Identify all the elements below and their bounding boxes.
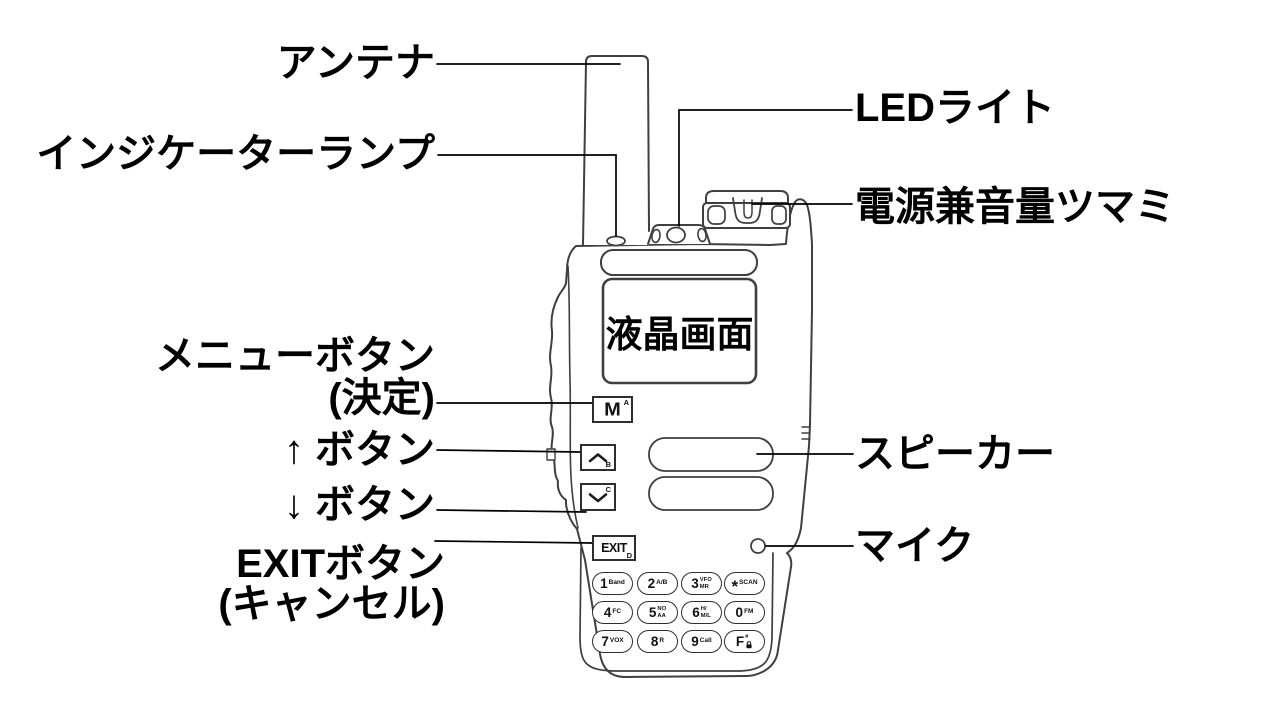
- down-button: C: [580, 483, 616, 511]
- key-sub-label: VOX: [609, 637, 624, 645]
- knob-grip-left: [707, 205, 726, 225]
- label-up-button: ↑ ボタン: [283, 428, 435, 472]
- led-slot-left: [651, 228, 661, 244]
- label-down-button: ↓ ボタン: [283, 483, 435, 527]
- key-main-label: 9: [691, 633, 699, 649]
- indicator-lamp: [606, 235, 626, 247]
- leader-up: [436, 449, 581, 453]
- speaker-slot-top: [648, 437, 774, 472]
- key-main-label: 7: [601, 633, 609, 649]
- leader-exit: [434, 540, 593, 544]
- key-main-label: 3: [691, 575, 699, 591]
- top-grille: [600, 249, 758, 276]
- label-indicator-lamp: インジケーターランプ: [36, 132, 435, 176]
- label-microphone: マイク: [855, 524, 975, 568]
- menu-button: M A: [592, 396, 633, 423]
- chevron-up-icon: [588, 453, 608, 463]
- up-button: B: [580, 444, 616, 471]
- right-edge-ridges: [801, 426, 811, 440]
- label-led-light: LEDライト: [855, 86, 1055, 130]
- exit-button: EXIT D: [592, 535, 636, 561]
- key-sub-label: Band: [608, 579, 625, 587]
- leader-led: [678, 109, 853, 227]
- lock-icon: [746, 641, 752, 649]
- key-sub-label: FM: [744, 608, 754, 616]
- mic-hole: [750, 538, 766, 554]
- label-power-volume-knob: 電源兼音量ツマミ: [855, 185, 1175, 229]
- label-menu-line1: メニューボタン: [155, 334, 435, 378]
- label-exit-line2: (キャンセル): [218, 582, 445, 626]
- key-sub-label: A/B: [656, 579, 668, 587]
- leader-indicator: [437, 154, 617, 237]
- key-sub-label: FC: [612, 608, 622, 616]
- down-button-tag: C: [605, 485, 611, 494]
- keypad-seam: [579, 547, 774, 672]
- key-main-label: 4: [603, 604, 612, 620]
- keypad-button-*: *SCAN: [724, 572, 765, 595]
- key-sub-label: R: [659, 637, 665, 645]
- label-menu-button: メニューボタン (決定): [155, 334, 435, 420]
- side-latch: [546, 448, 556, 461]
- key-main-label: 6: [692, 604, 700, 620]
- lcd-screen-text: 液晶画面: [605, 314, 754, 355]
- speaker-slot-bottom: [648, 476, 774, 511]
- label-menu-line2: (決定): [328, 375, 435, 420]
- left-side-seam: [567, 265, 579, 529]
- key-main-label: 8: [650, 633, 659, 649]
- key-sub-label: Call: [699, 637, 712, 645]
- key-main-label: *: [731, 577, 739, 596]
- key-sub-label: SCAN: [739, 579, 758, 587]
- key-sub-label: H/M/L: [700, 606, 711, 619]
- knob-notch-inner: [743, 199, 753, 219]
- key-main-label: 2: [647, 575, 656, 591]
- knob-grip-right: [771, 205, 787, 225]
- antenna-outline: [582, 55, 650, 246]
- key-sub-label: #: [745, 634, 753, 649]
- label-antenna: アンテナ: [276, 41, 435, 85]
- exit-button-text: EXIT: [601, 541, 627, 555]
- antenna-shape: [583, 56, 649, 245]
- led-slot-right: [697, 227, 707, 243]
- exit-button-tag: D: [626, 550, 632, 560]
- key-main-label: F: [735, 633, 745, 649]
- keypad-button-F: F#: [724, 630, 765, 653]
- lcd-screen: [601, 277, 758, 385]
- up-button-tag: B: [605, 459, 611, 469]
- volume-knob-cap: [705, 190, 789, 205]
- key-main-label: 0: [735, 604, 744, 620]
- key-main-label: 5: [648, 604, 657, 620]
- label-exit-line1: EXITボタン: [236, 542, 445, 586]
- led-light-lens: [666, 226, 686, 244]
- menu-button-glyph: M: [604, 399, 621, 420]
- label-speaker: スピーカー: [855, 432, 1055, 476]
- label-exit-button: EXITボタン (キャンセル): [218, 544, 445, 624]
- chevron-down-icon: [588, 492, 608, 502]
- menu-button-tag: A: [623, 398, 629, 407]
- key-main-label: 1: [600, 575, 608, 591]
- leader-down: [436, 509, 587, 513]
- knob-notch-outer: [732, 197, 763, 224]
